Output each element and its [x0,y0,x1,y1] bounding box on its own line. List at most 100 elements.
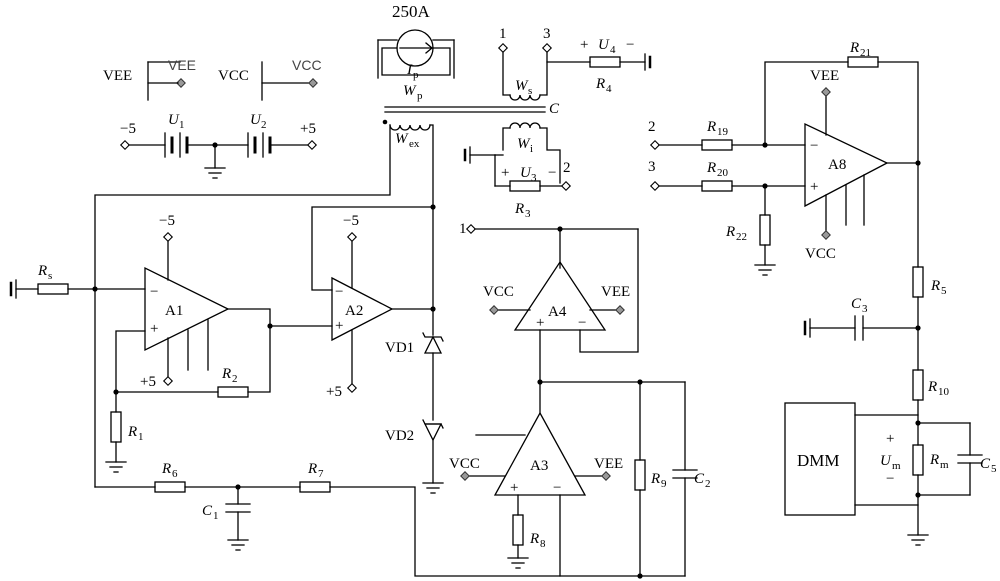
svg-text:2: 2 [232,373,238,385]
r19-label: R [706,119,716,135]
winding-ws: 1 3 W s + U 4 − R 4 [497,26,652,101]
rc-network-r6-r7-c1: R 6 R 7 C 1 [94,461,641,577]
svg-text:+: + [536,315,544,331]
svg-text:p: p [417,90,423,102]
svg-text:VCC: VCC [483,284,514,300]
vee-label: VEE [103,68,132,84]
u3-label: U [520,165,532,181]
a4-label: A4 [548,304,567,320]
svg-text:+: + [150,321,158,337]
svg-text:−: − [626,37,634,53]
svg-text:+: + [886,431,894,447]
ip-label: I [406,62,413,78]
svg-text:21: 21 [860,47,871,59]
svg-text:s: s [48,270,52,282]
ws-label: W [515,78,529,94]
vee-supply-symbol: VEE VEE [103,57,196,101]
r20-label: R [706,160,716,176]
r21-label: R [849,40,859,56]
wi-node-2: 2 [563,160,571,176]
svg-text:6: 6 [172,468,178,480]
svg-text:−5: −5 [343,213,359,229]
a1-label: A1 [165,303,183,319]
opamp-a4: 1 A4 + − VCC VEE [459,221,639,385]
ws-node-3: 3 [543,26,551,42]
svg-text:+: + [580,37,588,53]
current-source-250a: 250A I p W p [377,2,455,102]
svg-text:VEE: VEE [601,284,630,300]
battery-u1-u2: −5 U 1 U 2 +5 [119,112,318,179]
core-label: C [549,101,560,117]
source-label: 250A [392,2,431,21]
r8-label: R [529,531,539,547]
dmm-meter: DMM + U m − [784,402,919,516]
vd2-label: VD2 [385,428,414,444]
svg-text:−: − [335,284,343,300]
svg-text:1: 1 [138,431,144,443]
vd1-label: VD1 [385,340,414,356]
svg-text:3: 3 [648,159,656,175]
vcc-node-label: VCC [292,57,322,73]
svg-text:20: 20 [717,167,729,179]
svg-text:−5: −5 [159,213,175,229]
r10-label: R [927,379,937,395]
svg-text:VCC: VCC [805,246,836,262]
svg-text:+5: +5 [326,384,342,400]
winding-wex: W ex [94,119,434,291]
svg-text:VCC: VCC [449,456,480,472]
a2-label: A2 [345,303,363,319]
u4-label: U [598,37,610,53]
vee-node-label: VEE [168,57,196,73]
svg-text:+5: +5 [140,374,156,390]
output-filter: R 5 C 3 R 10 R m C 5 [803,162,997,546]
svg-text:VEE: VEE [810,68,839,84]
r4-label: R [595,76,605,92]
svg-text:8: 8 [540,538,546,550]
svg-text:−: − [886,471,894,487]
svg-text:−: − [578,315,586,331]
svg-text:3: 3 [862,303,868,315]
svg-text:−: − [548,165,556,181]
svg-text:19: 19 [717,126,729,138]
opamp-a2: A2 − + −5 +5 [311,204,436,400]
svg-text:5: 5 [941,285,947,297]
svg-text:1: 1 [459,221,467,237]
svg-text:22: 22 [736,231,747,243]
u2-label: U [250,112,262,128]
ws-node-1: 1 [499,26,507,42]
svg-text:+: + [510,480,518,496]
r9-label: R [650,471,660,487]
svg-text:7: 7 [318,468,324,480]
neg5-label: −5 [120,121,136,137]
vcc-label: VCC [218,68,249,84]
svg-text:m: m [940,459,949,471]
svg-text:+: + [335,318,343,334]
svg-text:3: 3 [531,172,537,184]
svg-text:3: 3 [525,208,531,220]
r7-label: R [307,461,317,477]
pos5-label: +5 [300,121,316,137]
wp-label: W [403,83,417,99]
svg-text:VEE: VEE [594,456,623,472]
um-label: U [880,453,892,469]
magnetic-core: C [384,101,560,117]
a3-label: A3 [530,458,548,474]
winding-wi: W i 2 + U 3 − R 3 [463,122,572,220]
svg-text:2: 2 [261,119,267,131]
svg-text:s: s [528,85,532,97]
vcc-supply-symbol: VCC VCC [218,57,322,101]
c3-label: C [851,296,862,312]
zener-vd1-vd2: VD1 VD2 [385,332,444,494]
rm-label: R [929,452,939,468]
svg-text:−: − [553,480,561,496]
svg-text:ex: ex [409,138,420,150]
svg-text:5: 5 [991,463,997,475]
svg-text:1: 1 [179,119,185,131]
svg-text:1: 1 [213,510,219,522]
svg-text:−: − [150,284,158,300]
svg-text:i: i [530,143,533,155]
c5-label: C [980,456,991,472]
c2-label: C [694,471,705,487]
r3-label: R [514,201,524,217]
r2-label: R [221,366,231,382]
